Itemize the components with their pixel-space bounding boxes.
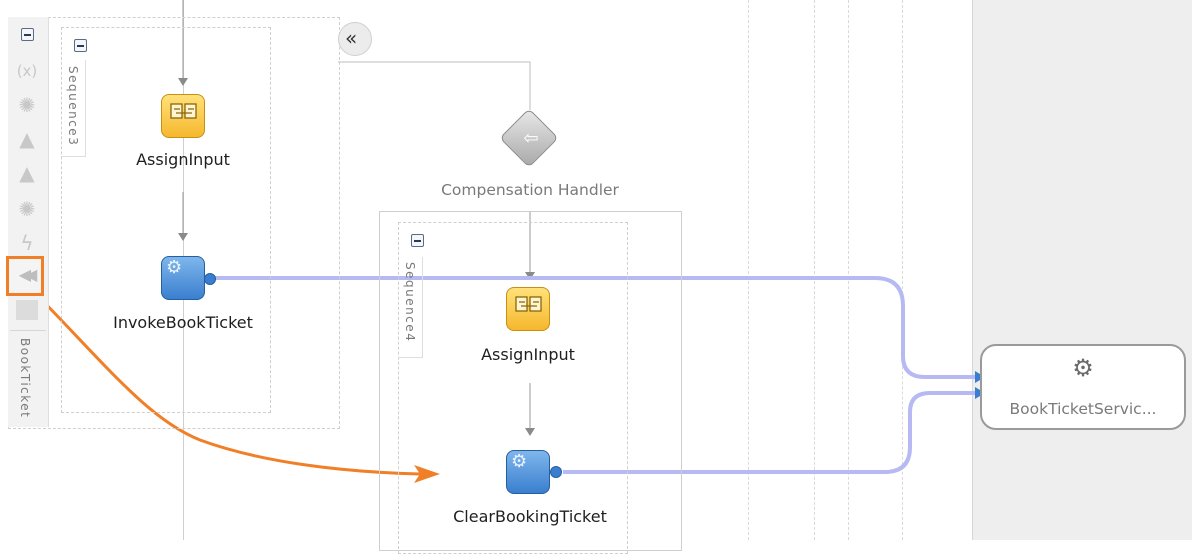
invoke-activity-label: InvokeBookTicket bbox=[113, 313, 253, 332]
invoke-activity-icon[interactable]: ⚙ bbox=[161, 256, 205, 300]
guide-line bbox=[814, 0, 815, 540]
sequence3-label: Sequence3 bbox=[66, 66, 80, 147]
scope-name-label: BookTicket bbox=[18, 338, 32, 419]
guide-line bbox=[902, 0, 903, 540]
collapse-chevron-button[interactable]: « bbox=[338, 22, 372, 56]
invoke-wire bbox=[212, 276, 975, 379]
blank-icon[interactable] bbox=[16, 300, 38, 320]
warning-icon[interactable]: ▲ bbox=[19, 127, 35, 151]
connections-layer bbox=[38, 0, 985, 483]
gear-icon: ⚙ bbox=[511, 451, 528, 472]
assign-activity-label: AssignInput bbox=[136, 150, 230, 169]
invoke-activity-icon[interactable]: ⚙ bbox=[506, 450, 550, 494]
sequence4-box bbox=[398, 222, 628, 554]
palette-divider bbox=[10, 330, 46, 331]
partner-gear-icon: ⚙ bbox=[1072, 354, 1094, 382]
compensation-handler-icon[interactable]: ◀◀ bbox=[18, 265, 38, 284]
compensate-icon[interactable]: ✺ bbox=[18, 197, 36, 221]
service-lane bbox=[972, 0, 1192, 540]
gear-icon: ⚙ bbox=[166, 257, 183, 278]
assign-activity-icon[interactable] bbox=[506, 287, 550, 331]
handler-connector bbox=[338, 61, 531, 110]
invoke-port[interactable] bbox=[550, 466, 562, 478]
annotation-arrow bbox=[38, 296, 421, 476]
lightning-icon[interactable]: ϟ bbox=[20, 231, 34, 255]
variable-icon[interactable]: (x) bbox=[16, 62, 38, 80]
sequence3-label-box bbox=[61, 60, 86, 157]
assign-icon bbox=[515, 296, 542, 312]
double-chevron-left-icon: « bbox=[345, 26, 358, 50]
clear-booking-label: ClearBookingTicket bbox=[453, 507, 607, 526]
compensation-handler-icon-highlight[interactable] bbox=[6, 256, 44, 296]
assign-activity-icon[interactable] bbox=[161, 94, 205, 138]
compensate-arrow-icon: ⇦ bbox=[523, 128, 539, 149]
sequence3-box bbox=[61, 27, 271, 413]
flow-arrowhead bbox=[178, 233, 188, 241]
alarm-icon[interactable]: ▲ bbox=[19, 161, 35, 185]
compensation-handler-label: Compensation Handler bbox=[441, 181, 619, 199]
assign-icon bbox=[170, 103, 197, 119]
sequence4-label: Sequence4 bbox=[403, 262, 417, 343]
invoke-port[interactable] bbox=[204, 273, 216, 285]
collapse-scope-button[interactable] bbox=[21, 28, 34, 41]
partner-link-node[interactable] bbox=[980, 344, 1186, 430]
guide-line bbox=[748, 0, 749, 540]
collapse-sequence3-button[interactable] bbox=[74, 39, 87, 52]
flow-arrowhead bbox=[525, 428, 535, 436]
activity-palette bbox=[8, 17, 49, 427]
annotation-arrowhead bbox=[414, 465, 440, 483]
sequence4-label-box bbox=[398, 257, 423, 358]
partner-link-label: BookTicketServic... bbox=[1009, 400, 1157, 418]
collapse-sequence4-button[interactable] bbox=[411, 234, 424, 247]
guide-line bbox=[848, 0, 849, 540]
clear-wire bbox=[563, 391, 975, 474]
flow-arrowhead bbox=[178, 78, 188, 86]
correlation-icon[interactable]: ✺ bbox=[18, 93, 36, 117]
assign-activity-label: AssignInput bbox=[481, 345, 575, 364]
